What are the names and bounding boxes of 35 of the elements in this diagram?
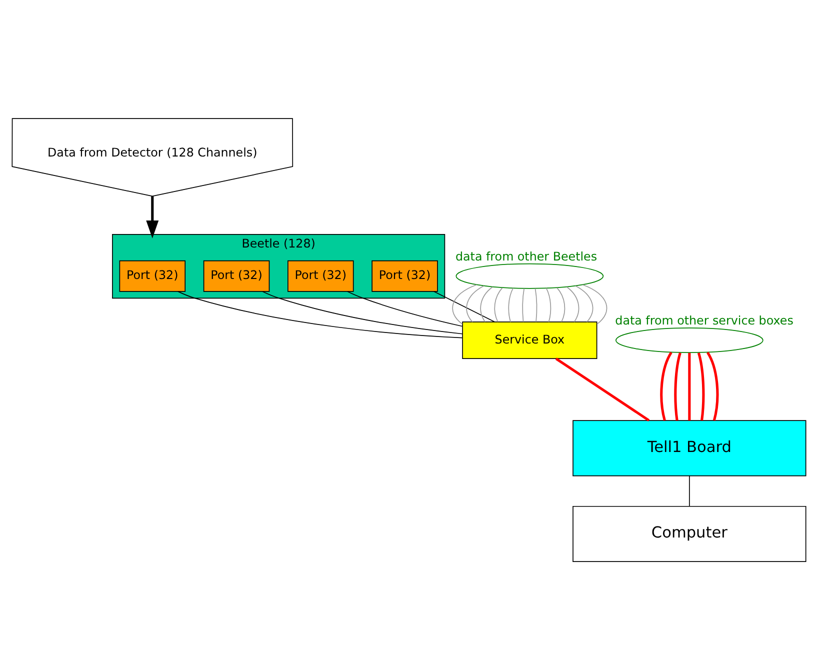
connector xyxy=(508,287,514,322)
connector xyxy=(674,352,682,420)
connector xyxy=(177,290,463,338)
connector xyxy=(546,287,552,322)
connector xyxy=(555,357,650,421)
connector xyxy=(556,286,566,322)
node-ellipse xyxy=(616,327,764,352)
connector xyxy=(660,351,672,420)
node-box: Tell1 Board xyxy=(572,420,806,476)
connector xyxy=(433,290,496,322)
connector xyxy=(452,284,478,324)
connector xyxy=(494,286,503,322)
node-label: data from other Beetles xyxy=(455,249,598,264)
connector xyxy=(566,286,580,322)
connector xyxy=(262,290,463,334)
node-box: Port (32) xyxy=(203,260,270,292)
connector xyxy=(534,287,538,322)
node-box: Port (32) xyxy=(288,260,354,292)
node-ellipse xyxy=(456,262,604,288)
arrow xyxy=(146,196,159,238)
node-label: data from other service boxes xyxy=(615,313,794,328)
connector xyxy=(706,351,719,420)
connector xyxy=(466,284,484,322)
connector xyxy=(480,286,493,322)
node-box: Computer xyxy=(572,505,806,562)
connector xyxy=(582,284,608,324)
connector xyxy=(697,352,705,420)
connector xyxy=(689,474,690,506)
connector xyxy=(575,284,594,322)
connector xyxy=(347,290,463,326)
connector xyxy=(688,352,691,420)
node-box: Port (32) xyxy=(119,260,186,292)
node-box: Port (32) xyxy=(372,260,438,292)
connector xyxy=(522,287,525,322)
node-box: Service Box xyxy=(462,321,598,358)
